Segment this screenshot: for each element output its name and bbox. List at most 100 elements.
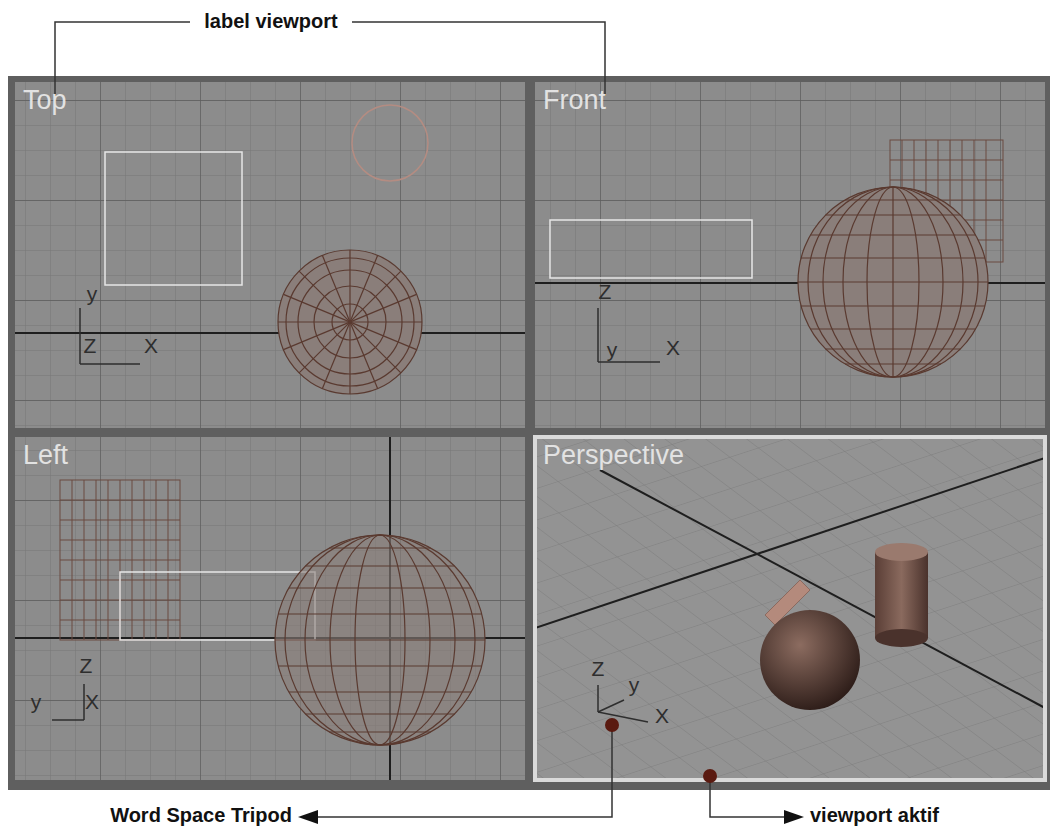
front-viewport-art-part-part (845, 363, 941, 364)
perspective-viewport-art-part (760, 610, 860, 710)
perspective-viewport-art-part (598, 685, 648, 722)
left-viewport-art-part-part (60, 500, 180, 501)
left-viewport-art-part-part (60, 540, 180, 541)
left-viewport-art-part-part (275, 535, 485, 745)
front-viewport-art-part (535, 82, 1045, 428)
top-viewport-art-part-part (80, 363, 140, 365)
front-viewport-art-part (535, 82, 1045, 428)
left-viewport-art-part (275, 535, 485, 745)
front-viewport-art-part-part (598, 361, 660, 363)
left-viewport-art-part-part (60, 520, 180, 521)
callout-label: Word Space Tripod (110, 804, 292, 827)
axis-letter: X (144, 334, 158, 358)
front-viewport-art (535, 82, 1045, 428)
axis-letter: Z (592, 657, 605, 681)
top-viewport-art-part (15, 332, 525, 334)
front-viewport-art-part-part (826, 348, 961, 349)
callout-label: viewport aktif (810, 804, 939, 827)
left-viewport-art-part-part (306, 565, 455, 566)
perspective-viewport-art-part-part (597, 685, 599, 712)
top-viewport-art-part-part (278, 250, 422, 394)
viewport-frame (8, 76, 1050, 790)
top-viewport-art-part (105, 152, 242, 285)
left-viewport-art-part-part (289, 587, 471, 588)
top-viewport-art-part (278, 250, 422, 394)
front-viewport-art-part-part (810, 234, 975, 235)
left-viewport-art-part-part (278, 665, 481, 666)
axis-letter: y (31, 690, 42, 714)
top-viewport-art-part-part (284, 294, 417, 349)
perspective-viewport-art-part (535, 458, 1045, 628)
left-viewport-art-part-part (306, 713, 455, 714)
front-viewport-art-part-part (798, 281, 988, 282)
axis-letter: Z (84, 334, 97, 358)
left-viewport-art-part-part (329, 731, 430, 732)
left-viewport-art-part-part (289, 691, 471, 692)
viewport-label: Perspective (543, 441, 684, 471)
active-viewport-border (535, 437, 1045, 780)
front-viewport-art-part (598, 308, 660, 362)
front-viewport-art-part-part (597, 308, 599, 362)
arrowhead (298, 810, 318, 824)
top-viewport-art-part (15, 82, 525, 428)
front-viewport-art-part-part (801, 257, 985, 258)
axis-letter: X (666, 336, 680, 360)
leader-lines-part (55, 22, 190, 96)
callout-dot (703, 769, 717, 783)
viewport-label: Front (543, 86, 606, 116)
front-viewport-art-part-part (890, 180, 1003, 181)
axis-letter: y (607, 338, 618, 362)
front-viewport-art-part-part (826, 214, 961, 215)
axis-letter: Z (599, 280, 612, 304)
left-viewport-art-part (15, 437, 525, 780)
perspective-viewport-art-part-part (598, 712, 648, 722)
left-viewport-art-part-part (278, 613, 481, 614)
perspective-viewport-art-part-part (598, 700, 624, 712)
left-viewport-art-part-part (329, 547, 430, 548)
left-viewport-art-part (15, 437, 525, 780)
top-viewport-art-part (80, 308, 140, 364)
top-viewport-art-part-part (79, 308, 81, 364)
viewport-panel: Front (535, 82, 1045, 428)
callout-dot (605, 718, 619, 732)
viewport-panel: Perspective (535, 437, 1045, 780)
perspective-viewport-art (535, 437, 1045, 780)
top-viewport-art-part (352, 105, 428, 181)
leader-lines-part (710, 776, 792, 817)
axis-letter: Z (80, 654, 93, 678)
perspective-viewport-art-part (535, 437, 1045, 780)
left-viewport-art-part (52, 684, 84, 720)
front-viewport-art-part-part (810, 328, 975, 329)
front-viewport-art-part (550, 220, 752, 278)
top-viewport-art-part (15, 82, 525, 428)
leader-lines-part (312, 725, 612, 817)
viewport-label: Left (23, 441, 68, 471)
front-viewport-art-part-part (798, 187, 988, 377)
axis-letter: y (629, 673, 640, 697)
front-viewport-art-part-part (890, 160, 1003, 161)
perspective-viewport-art-part (875, 629, 928, 647)
left-viewport-art-part-part (83, 684, 85, 720)
axis-letter: y (87, 282, 98, 306)
arrowhead (784, 810, 804, 824)
axis-letter: X (85, 690, 99, 714)
leader-lines (55, 22, 792, 817)
viewport-panel: Left (15, 437, 525, 780)
front-viewport-art-part-part (845, 199, 941, 200)
perspective-viewport-art-part (875, 552, 928, 638)
top-viewport-art-part (15, 82, 525, 428)
front-viewport-art-part-part (801, 305, 985, 306)
perspective-viewport-art-part (875, 543, 928, 561)
callout-label: label viewport (204, 10, 337, 33)
axis-letter: X (655, 704, 669, 728)
leader-lines-part (352, 22, 605, 96)
left-viewport-art-part (15, 437, 525, 780)
top-viewport-art (15, 82, 525, 428)
left-viewport-art-part-part (275, 639, 485, 640)
left-viewport-art (15, 437, 525, 780)
perspective-viewport-art-part (535, 437, 1045, 780)
left-viewport-art-part-part (60, 560, 180, 561)
viewport-label: Top (23, 86, 67, 116)
